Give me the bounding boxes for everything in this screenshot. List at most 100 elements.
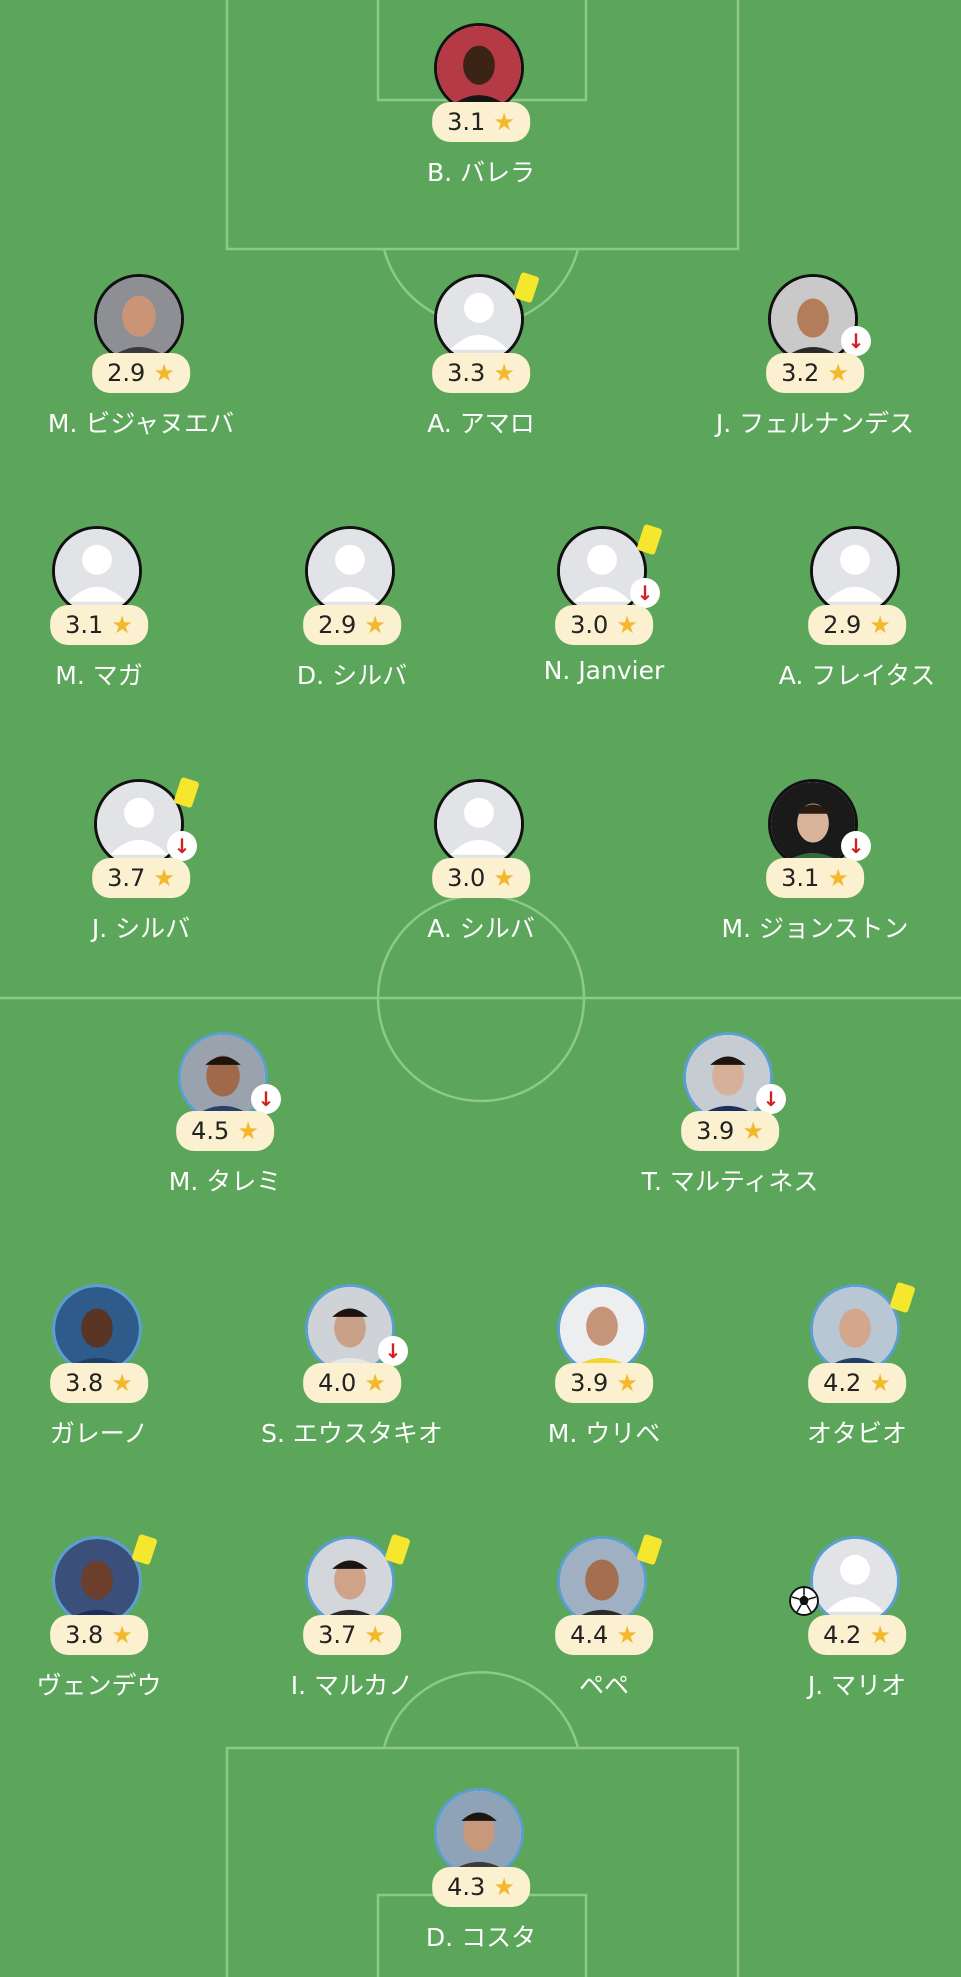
player-name: I. マルカノ <box>290 1671 414 1700</box>
player-avatar <box>94 779 184 869</box>
player-otavio[interactable]: 4.2★ オタビオ <box>707 1281 961 1454</box>
rating-badge: 3.9★ <box>555 1363 653 1403</box>
player-name: J. シルバ <box>91 914 191 943</box>
player-name: J. フェルナンデス <box>715 409 915 438</box>
star-icon: ★ <box>616 611 638 639</box>
player-name: M. ウリベ <box>547 1419 661 1448</box>
player-name: B. バレラ <box>426 158 536 187</box>
player-name: A. シルバ <box>427 914 535 943</box>
player-m-taremi[interactable]: ↓ 4.5★ M. タレミ <box>75 1032 375 1202</box>
player-avatar <box>434 23 524 113</box>
player-j-fernandez[interactable]: ↓ 3.2★ J. フェルナンデス <box>665 274 961 444</box>
rating-badge: 3.3★ <box>432 353 530 393</box>
soccer-ball-icon <box>789 1586 819 1616</box>
star-icon: ★ <box>869 611 891 639</box>
player-b-barrera[interactable]: 3.1★ B. バレラ <box>331 23 631 193</box>
player-i-marcano[interactable]: 3.7★ I. マルカノ <box>202 1533 502 1706</box>
player-j-silva[interactable]: ↓ 3.7★ J. シルバ <box>0 776 291 949</box>
rating-badge: 2.9★ <box>92 353 190 393</box>
player-name: D. コスタ <box>425 1923 537 1952</box>
substitution-out-icon: ↓ <box>630 578 660 608</box>
rating-badge: 3.1★ <box>766 858 864 898</box>
player-pepe[interactable]: 4.4★ ペペ <box>454 1533 754 1706</box>
player-t-martinez[interactable]: ↓ 3.9★ T. マルティネス <box>580 1032 880 1202</box>
yellow-card-icon <box>131 1533 158 1566</box>
player-s-eustaquio[interactable]: ↓ 4.0★ S. エウスタキオ <box>202 1284 502 1454</box>
star-icon: ★ <box>111 1621 133 1649</box>
star-icon: ★ <box>364 1369 386 1397</box>
player-avatar <box>434 274 524 364</box>
player-name: S. エウスタキオ <box>261 1419 443 1448</box>
player-name: A. フレイタス <box>778 661 936 690</box>
player-wendell[interactable]: 3.8★ ヴェンデウ <box>0 1533 249 1706</box>
star-icon: ★ <box>111 1369 133 1397</box>
player-avatar <box>94 274 184 364</box>
substitution-out-icon: ↓ <box>756 1084 786 1114</box>
player-name: D. シルバ <box>296 661 408 690</box>
player-avatar <box>434 1788 524 1878</box>
substitution-out-icon: ↓ <box>378 1336 408 1366</box>
player-name: T. マルティネス <box>641 1167 819 1196</box>
player-avatar <box>810 526 900 616</box>
star-icon: ★ <box>364 1621 386 1649</box>
star-icon: ★ <box>237 1117 259 1145</box>
rating-badge: 3.7★ <box>92 858 190 898</box>
rating-badge: 4.5★ <box>176 1111 274 1151</box>
player-m-johnston[interactable]: ↓ 3.1★ M. ジョンストン <box>665 779 961 949</box>
player-avatar <box>557 1284 647 1374</box>
star-icon: ★ <box>153 359 175 387</box>
star-icon: ★ <box>616 1621 638 1649</box>
star-icon: ★ <box>493 359 515 387</box>
star-icon: ★ <box>153 864 175 892</box>
star-icon: ★ <box>111 611 133 639</box>
player-name: A. アマロ <box>427 409 535 438</box>
rating-badge: 3.2★ <box>766 353 864 393</box>
star-icon: ★ <box>493 1873 515 1901</box>
rating-badge: 3.1★ <box>50 605 148 645</box>
player-name: J. マリオ <box>807 1671 907 1700</box>
rating-badge: 4.3★ <box>432 1867 530 1907</box>
player-m-uribe[interactable]: 3.9★ M. ウリベ <box>454 1284 754 1454</box>
player-avatar <box>305 526 395 616</box>
player-d-costa[interactable]: 4.3★ D. コスタ <box>331 1788 631 1958</box>
rating-badge: 3.0★ <box>555 605 653 645</box>
player-a-amaro[interactable]: 3.3★ A. アマロ <box>331 271 631 444</box>
player-avatar <box>52 1536 142 1626</box>
star-icon: ★ <box>364 611 386 639</box>
player-m-maga[interactable]: 3.1★ M. マガ <box>0 526 249 696</box>
player-name: オタビオ <box>806 1419 907 1448</box>
rating-badge: 3.0★ <box>432 858 530 898</box>
star-icon: ★ <box>869 1621 891 1649</box>
player-a-silva[interactable]: 3.0★ A. シルバ <box>331 779 631 949</box>
yellow-card-icon <box>636 1533 663 1566</box>
player-name: M. ビジャヌエバ <box>47 409 235 438</box>
player-avatar <box>434 779 524 869</box>
rating-badge: 4.2★ <box>808 1363 906 1403</box>
player-avatar <box>52 526 142 616</box>
star-icon: ★ <box>742 1117 764 1145</box>
player-m-villanueva[interactable]: 2.9★ M. ビジャヌエバ <box>0 274 291 444</box>
rating-badge: 2.9★ <box>303 605 401 645</box>
star-icon: ★ <box>616 1369 638 1397</box>
rating-badge: 4.0★ <box>303 1363 401 1403</box>
player-name: N. Janvier <box>543 656 665 685</box>
player-name: M. タレミ <box>168 1167 282 1196</box>
player-n-janvier[interactable]: ↓ 3.0★ N. Janvier <box>454 523 754 696</box>
substitution-out-icon: ↓ <box>841 831 871 861</box>
star-icon: ★ <box>827 864 849 892</box>
rating-badge: 3.1★ <box>432 102 530 142</box>
yellow-card-icon <box>636 523 663 556</box>
rating-badge: 3.8★ <box>50 1363 148 1403</box>
player-j-mario[interactable]: 4.2★ J. マリオ <box>707 1536 961 1706</box>
player-galeno[interactable]: 3.8★ ガレーノ <box>0 1284 249 1454</box>
player-d-silva[interactable]: 2.9★ D. シルバ <box>202 526 502 696</box>
yellow-card-icon <box>889 1281 916 1314</box>
player-a-freitas[interactable]: 2.9★ A. フレイタス <box>707 526 961 696</box>
player-avatar <box>52 1284 142 1374</box>
player-avatar <box>305 1536 395 1626</box>
rating-badge: 4.2★ <box>808 1615 906 1655</box>
substitution-out-icon: ↓ <box>841 326 871 356</box>
rating-badge: 3.7★ <box>303 1615 401 1655</box>
player-avatar <box>810 1284 900 1374</box>
